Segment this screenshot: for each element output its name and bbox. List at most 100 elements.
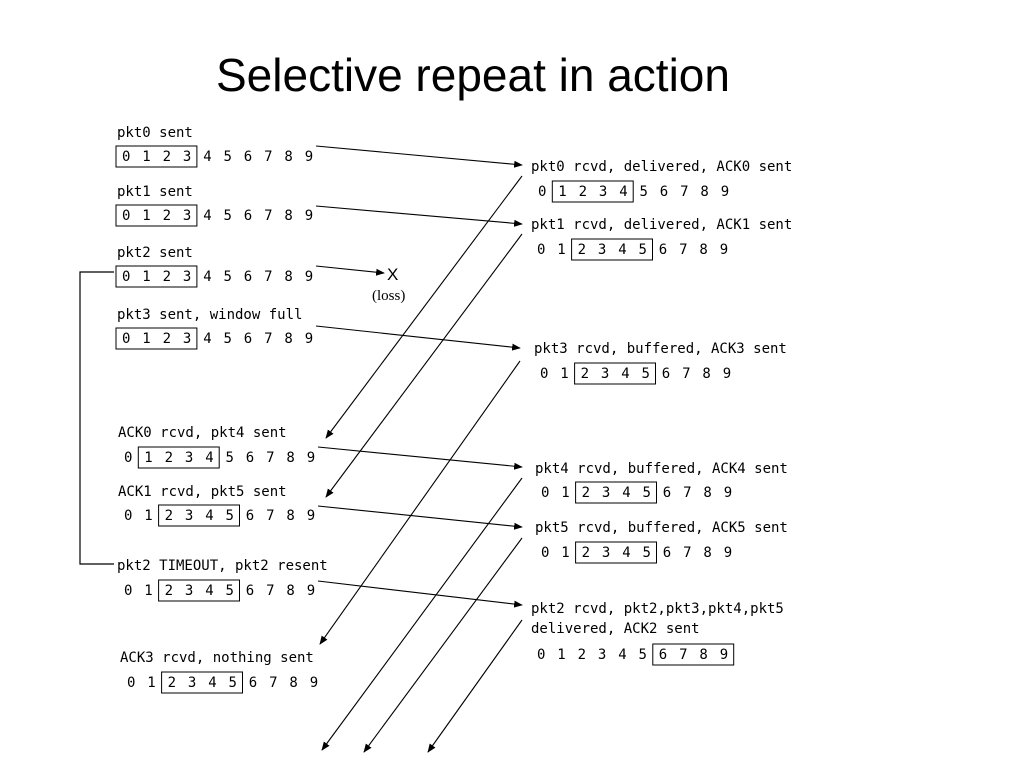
sequence-number: 6	[244, 208, 252, 224]
sequence-number: 6	[249, 675, 257, 691]
sequence-number: 5	[643, 545, 651, 561]
sender-event-label: pkt2 sent	[117, 245, 193, 261]
sequence-number: 9	[307, 508, 315, 524]
ack1-arrow	[325, 233, 523, 498]
window-box	[158, 504, 241, 527]
sequence-number: 5	[224, 208, 232, 224]
sequence-number: 6	[246, 508, 254, 524]
sequence-number: 0	[122, 208, 130, 224]
sequence-number: 2	[163, 269, 171, 285]
sequence-number: 4	[203, 149, 211, 165]
sequence-number: 8	[286, 508, 294, 524]
sequence-number: 8	[284, 208, 292, 224]
loss-mark: X	[387, 265, 398, 284]
sequence-number: 7	[266, 508, 274, 524]
sequence-number: 2	[579, 184, 587, 200]
sequence-number: 5	[639, 647, 647, 663]
sequence-number: 4	[203, 269, 211, 285]
loss-label: (loss)	[372, 288, 405, 304]
sequence-number: 4	[205, 583, 213, 599]
sequence-number: 4	[622, 485, 630, 501]
receiver-event-label: pkt1 rcvd, delivered, ACK1 sent	[531, 217, 792, 233]
sequence-number: 8	[703, 485, 711, 501]
sequence-number: 7	[264, 149, 272, 165]
sequence-number: 1	[144, 583, 152, 599]
sequence-number: 1	[142, 208, 150, 224]
sequence-number: 3	[601, 366, 609, 382]
pkt2-resent-arrow	[317, 580, 523, 608]
ack3-arrow	[319, 360, 521, 645]
sequence-number: 8	[700, 184, 708, 200]
sequence-number: 8	[699, 242, 707, 258]
sequence-number: 4	[621, 366, 629, 382]
receiver-event-label: pkt5 rcvd, buffered, ACK5 sent	[535, 520, 788, 536]
sequence-number: 9	[305, 269, 313, 285]
sequence-number: 9	[720, 242, 728, 258]
sequence-number: 5	[224, 269, 232, 285]
sequence-number: 0	[127, 675, 135, 691]
sequence-number: 5	[640, 184, 648, 200]
sequence-number: 8	[286, 450, 294, 466]
sequence-number: 2	[168, 675, 176, 691]
sequence-number: 3	[183, 269, 191, 285]
sequence-number: 4	[618, 242, 626, 258]
ack0-arrow	[325, 175, 523, 439]
sender-event-label: pkt1 sent	[117, 184, 193, 200]
sequence-number: 7	[680, 184, 688, 200]
sequence-number: 0	[122, 331, 130, 347]
pkt5-arrow	[317, 505, 523, 530]
sequence-number: 8	[289, 675, 297, 691]
sequence-number: 7	[679, 647, 687, 663]
sequence-number: 8	[284, 149, 292, 165]
sequence-number: 7	[264, 208, 272, 224]
sequence-number: 2	[581, 366, 589, 382]
sequence-number: 5	[224, 331, 232, 347]
receiver-event-label: pkt4 rcvd, buffered, ACK4 sent	[535, 461, 788, 477]
pkt3-arrow	[315, 325, 521, 351]
ack5-arrow	[363, 537, 523, 753]
sequence-number: 8	[286, 583, 294, 599]
sequence-number: 8	[703, 545, 711, 561]
sequence-number: 7	[266, 450, 274, 466]
sequence-number: 9	[305, 331, 313, 347]
sequence-number: 9	[310, 675, 318, 691]
window-box	[571, 238, 653, 261]
sequence-number: 7	[264, 269, 272, 285]
sequence-number: 3	[183, 208, 191, 224]
sequence-number: 3	[185, 508, 193, 524]
sequence-number: 4	[203, 331, 211, 347]
window-box	[574, 362, 656, 385]
sequence-number: 0	[124, 508, 132, 524]
sequence-number: 9	[723, 366, 731, 382]
window-box	[575, 481, 657, 504]
sequence-number: 6	[246, 583, 254, 599]
sequence-number: 1	[142, 269, 150, 285]
sequence-number: 3	[188, 675, 196, 691]
sequence-number: 1	[558, 184, 566, 200]
sequence-number: 3	[598, 647, 606, 663]
sender-event-label: pkt2 TIMEOUT, pkt2 resent	[117, 558, 328, 574]
sequence-number: 8	[284, 331, 292, 347]
sequence-number: 2	[582, 545, 590, 561]
pkt4-arrow	[317, 446, 523, 470]
window-box	[137, 446, 220, 469]
sequence-number: 2	[165, 508, 173, 524]
sequence-number: 9	[307, 583, 315, 599]
sequence-number: 9	[724, 485, 732, 501]
sequence-number: 0	[124, 450, 132, 466]
sender-event-label: ACK0 rcvd, pkt4 sent	[118, 425, 287, 441]
sequence-number: 0	[122, 149, 130, 165]
receiver-event-label: pkt2 rcvd, pkt2,pkt3,pkt4,pkt5	[531, 601, 784, 617]
receiver-event-label: pkt0 rcvd, delivered, ACK0 sent	[531, 159, 792, 175]
sequence-number: 6	[244, 331, 252, 347]
window-box	[115, 327, 198, 350]
sequence-number: 3	[599, 184, 607, 200]
timeout-bracket	[79, 271, 114, 565]
